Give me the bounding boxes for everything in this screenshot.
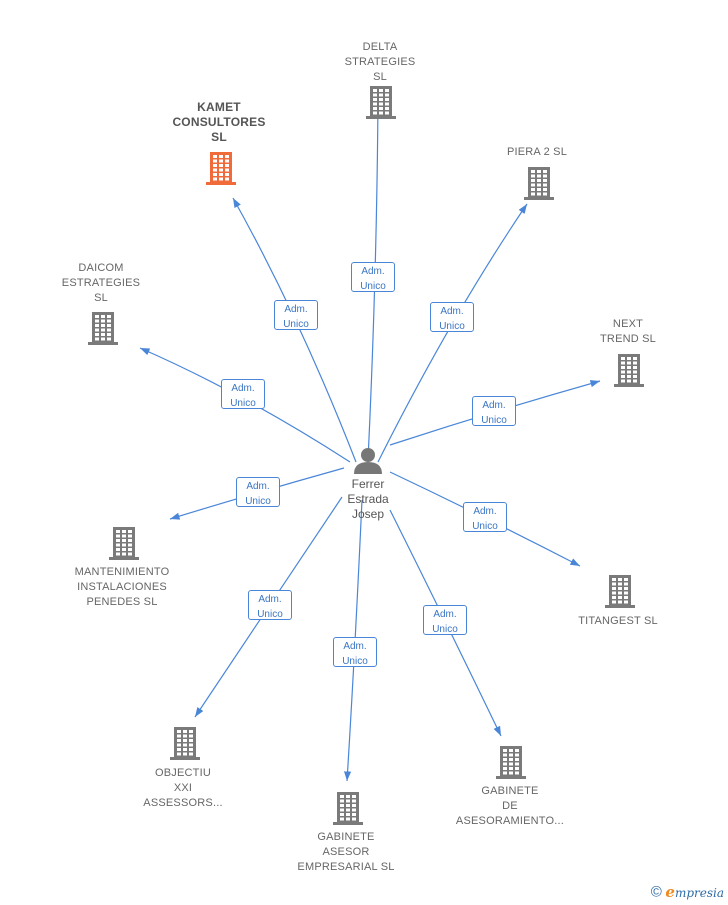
company-gab_aseso[interactable]: GABINETE DE ASESORAMIENTO... xyxy=(435,784,585,829)
company-name-line: OBJECTIU xyxy=(155,767,211,779)
company-daicom[interactable]: DAICOM ESTRATEGIES SL xyxy=(26,261,176,306)
relation-label-kamet[interactable]: Adm. Unico xyxy=(274,300,318,330)
company-name-line: SL xyxy=(94,292,108,304)
company-name-line: SL xyxy=(373,71,387,83)
company-name-line: NEXT xyxy=(612,318,644,330)
relation-text: Adm. xyxy=(246,481,270,492)
relation-label-daicom[interactable]: Adm. Unico xyxy=(221,379,265,409)
relation-text: Unico xyxy=(432,624,458,635)
company-name-line: CONSULTORES xyxy=(172,115,266,129)
relation-text: Unico xyxy=(342,656,368,667)
relation-label-gab_asesor[interactable]: Adm. Unico xyxy=(333,637,377,667)
company-name-line: INSTALACIONES xyxy=(77,581,167,593)
company-next[interactable]: NEXT TREND SL xyxy=(553,317,703,347)
company-name-line: GABINETE xyxy=(317,831,375,843)
relation-text: Adm. xyxy=(258,594,282,605)
brand-name: mpresia xyxy=(674,886,724,900)
company-name-line: TITANGEST SL xyxy=(578,615,658,627)
relation-text: Adm. xyxy=(343,641,367,652)
company-name-line: KAMET xyxy=(197,100,241,114)
relation-label-mant[interactable]: Adm. Unico xyxy=(236,477,280,507)
relation-label-delta[interactable]: Adm. Unico xyxy=(351,262,395,292)
relation-label-gab_aseso[interactable]: Adm. Unico xyxy=(423,605,467,635)
building-icon[interactable] xyxy=(614,354,644,387)
footer-brand[interactable]: © empresia xyxy=(651,883,724,901)
relation-text: Unico xyxy=(245,496,271,507)
person-icon xyxy=(354,448,382,474)
relation-text: Unico xyxy=(472,521,498,532)
relation-text: Adm. xyxy=(482,400,506,411)
building-icon[interactable] xyxy=(206,152,236,185)
relation-label-objectiu[interactable]: Adm. Unico xyxy=(248,590,292,620)
copyright-icon: © xyxy=(650,883,662,901)
company-gab_asesor[interactable]: GABINETE ASESOR EMPRESARIAL SL xyxy=(271,830,421,875)
relation-text: Adm. xyxy=(440,306,464,317)
relation-text: Unico xyxy=(439,321,465,332)
building-icon[interactable] xyxy=(170,727,200,760)
building-icon[interactable] xyxy=(524,167,554,200)
company-name-line: EMPRESARIAL SL xyxy=(297,861,395,873)
company-name-line: TREND SL xyxy=(600,333,656,345)
company-titangest[interactable]: TITANGEST SL xyxy=(543,614,693,629)
building-icon[interactable] xyxy=(109,527,139,560)
company-name-line: GABINETE xyxy=(481,785,539,797)
relation-text: Adm. xyxy=(361,266,385,277)
company-name-line: SL xyxy=(211,130,227,144)
company-name-line: DELTA xyxy=(362,41,398,53)
company-name-line: PENEDES SL xyxy=(86,596,158,608)
company-name-line: DE xyxy=(502,800,518,812)
building-icon[interactable] xyxy=(88,312,118,345)
company-name-line: ASESOR xyxy=(322,846,370,858)
company-name-line: ASESORAMIENTO... xyxy=(455,815,565,827)
building-icon[interactable] xyxy=(496,746,526,779)
company-name-line: XXI xyxy=(173,782,193,794)
company-mant[interactable]: MANTENIMIENTO INSTALACIONES PENEDES SL xyxy=(47,565,197,610)
company-name-line: MANTENIMIENTO xyxy=(74,566,170,578)
relation-text: Unico xyxy=(257,609,283,620)
relation-text: Adm. xyxy=(284,304,308,315)
building-icon[interactable] xyxy=(333,792,363,825)
company-name-line: DAICOM xyxy=(78,262,124,274)
brand-logo: empresia xyxy=(665,883,724,901)
company-name-line: STRATEGIES xyxy=(344,56,416,68)
building-icon[interactable] xyxy=(366,86,396,119)
relation-text: Adm. xyxy=(433,609,457,620)
relation-text: Unico xyxy=(360,281,386,292)
brand-initial: e xyxy=(665,883,675,901)
relation-text: Unico xyxy=(481,415,507,426)
company-name-line: ESTRATEGIES xyxy=(61,277,141,289)
relation-text: Adm. xyxy=(473,506,497,517)
company-objectiu[interactable]: OBJECTIU XXI ASSESSORS... xyxy=(108,766,258,811)
building-icon[interactable] xyxy=(605,575,635,608)
relation-text: Unico xyxy=(230,398,256,409)
company-piera[interactable]: PIERA 2 SL xyxy=(462,145,612,160)
company-name-line: PIERA 2 SL xyxy=(506,146,568,158)
company-delta[interactable]: DELTA STRATEGIES SL xyxy=(305,40,455,85)
relation-text: Unico xyxy=(283,319,309,330)
relation-label-titangest[interactable]: Adm. Unico xyxy=(463,502,507,532)
company-name-line: ASSESSORS... xyxy=(143,797,223,809)
relation-label-next[interactable]: Adm. Unico xyxy=(472,396,516,426)
person-name-line-1: Ferrer xyxy=(351,477,385,491)
person-name-line-3: Josep xyxy=(351,507,385,521)
icons xyxy=(88,86,644,825)
person-name-line-2: Estrada xyxy=(347,492,389,506)
center-person[interactable]: Ferrer Estrada Josep xyxy=(338,445,398,522)
relation-text: Adm. xyxy=(231,383,255,394)
relation-label-piera[interactable]: Adm. Unico xyxy=(430,302,474,332)
